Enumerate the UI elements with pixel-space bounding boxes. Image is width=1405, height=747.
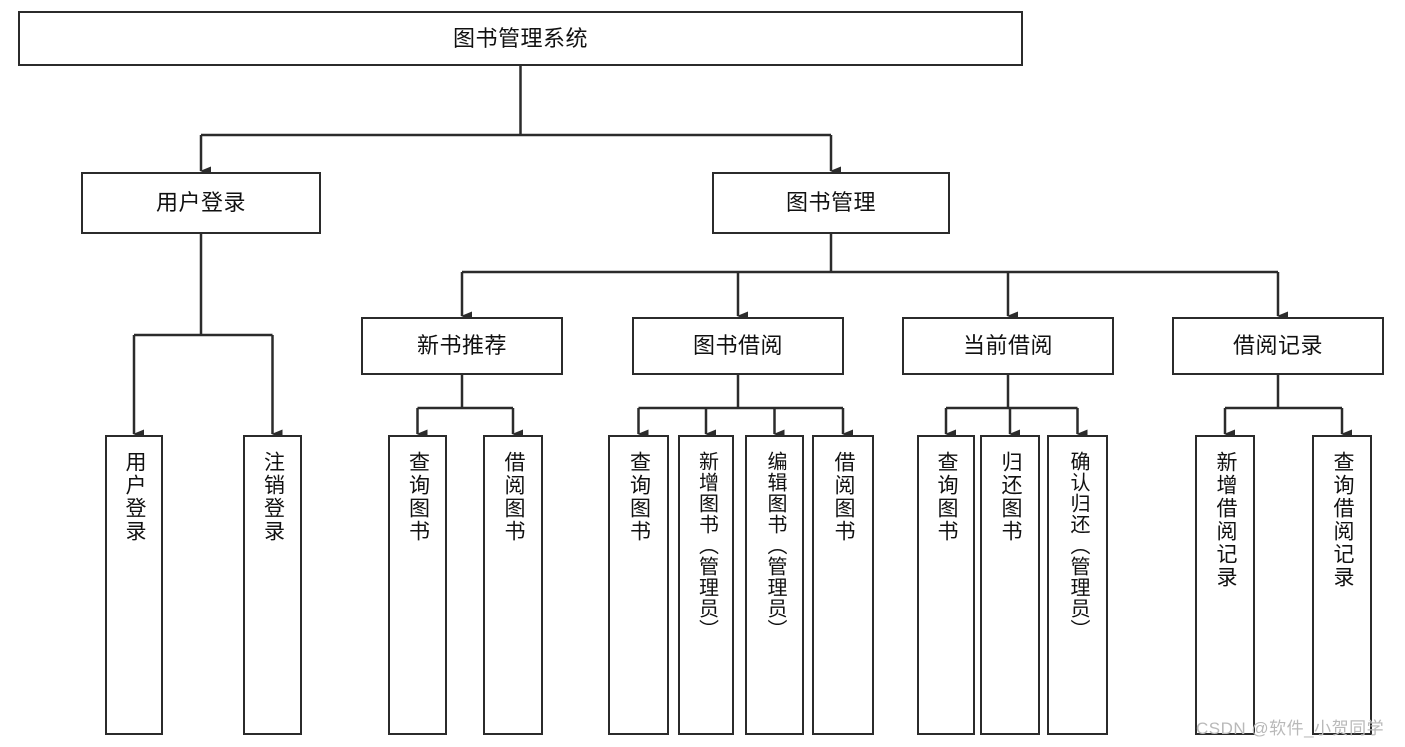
node-book-manage[interactable]: 图书管理	[712, 172, 950, 234]
node-leaf-query-book-1[interactable]: 查询图书	[388, 435, 447, 735]
node-leaf-logout[interactable]: 注销登录	[243, 435, 302, 735]
node-label: 查询图书	[935, 451, 959, 543]
node-leaf-query-record[interactable]: 查询借阅记录	[1312, 435, 1372, 735]
node-label: 图书管理	[785, 190, 876, 216]
node-label: 图书借阅	[692, 333, 783, 359]
node-label: 查询图书	[627, 451, 651, 543]
node-label: 借阅图书	[502, 451, 526, 543]
node-leaf-return-book[interactable]: 归还图书	[980, 435, 1040, 735]
node-label: 图书管理系统	[452, 25, 588, 51]
node-borrow-record[interactable]: 借阅记录	[1172, 317, 1384, 375]
node-label: 新增借阅记录	[1214, 451, 1238, 589]
node-leaf-query-book-3[interactable]: 查询图书	[917, 435, 975, 735]
node-leaf-borrow-book-1[interactable]: 借阅图书	[483, 435, 543, 735]
node-leaf-confirm-return[interactable]: 确认归还（管理员）	[1047, 435, 1108, 735]
node-label: 确认归还（管理员）	[1067, 451, 1089, 640]
node-label: 归还图书	[999, 451, 1023, 543]
node-label: 编辑图书（管理员）	[764, 451, 786, 640]
node-leaf-query-book-2[interactable]: 查询图书	[608, 435, 669, 735]
node-label: 新增图书（管理员）	[695, 451, 718, 640]
edge-layer	[132, 66, 1352, 439]
node-label: 查询借阅记录	[1331, 451, 1355, 589]
node-label: 借阅记录	[1232, 333, 1323, 359]
node-leaf-add-record[interactable]: 新增借阅记录	[1195, 435, 1255, 735]
node-label: 用户登录	[123, 451, 147, 543]
node-leaf-borrow-book-2[interactable]: 借阅图书	[812, 435, 874, 735]
node-book-borrow[interactable]: 图书借阅	[632, 317, 844, 375]
node-leaf-user-login[interactable]: 用户登录	[105, 435, 163, 735]
node-current-borrow[interactable]: 当前借阅	[902, 317, 1114, 375]
node-label: 新书推荐	[416, 333, 507, 359]
node-label: 用户登录	[155, 190, 246, 216]
csdn-watermark: CSDN @软件_小贺同学	[1196, 719, 1385, 738]
node-leaf-add-book[interactable]: 新增图书（管理员）	[678, 435, 734, 735]
node-user-login[interactable]: 用户登录	[81, 172, 321, 234]
node-leaf-edit-book[interactable]: 编辑图书（管理员）	[745, 435, 804, 735]
node-new-book-recommend[interactable]: 新书推荐	[361, 317, 563, 375]
node-label: 当前借阅	[962, 333, 1053, 359]
node-label: 注销登录	[261, 451, 285, 543]
node-label: 查询图书	[406, 451, 430, 543]
node-label: 借阅图书	[832, 451, 856, 543]
node-root[interactable]: 图书管理系统	[18, 11, 1023, 66]
